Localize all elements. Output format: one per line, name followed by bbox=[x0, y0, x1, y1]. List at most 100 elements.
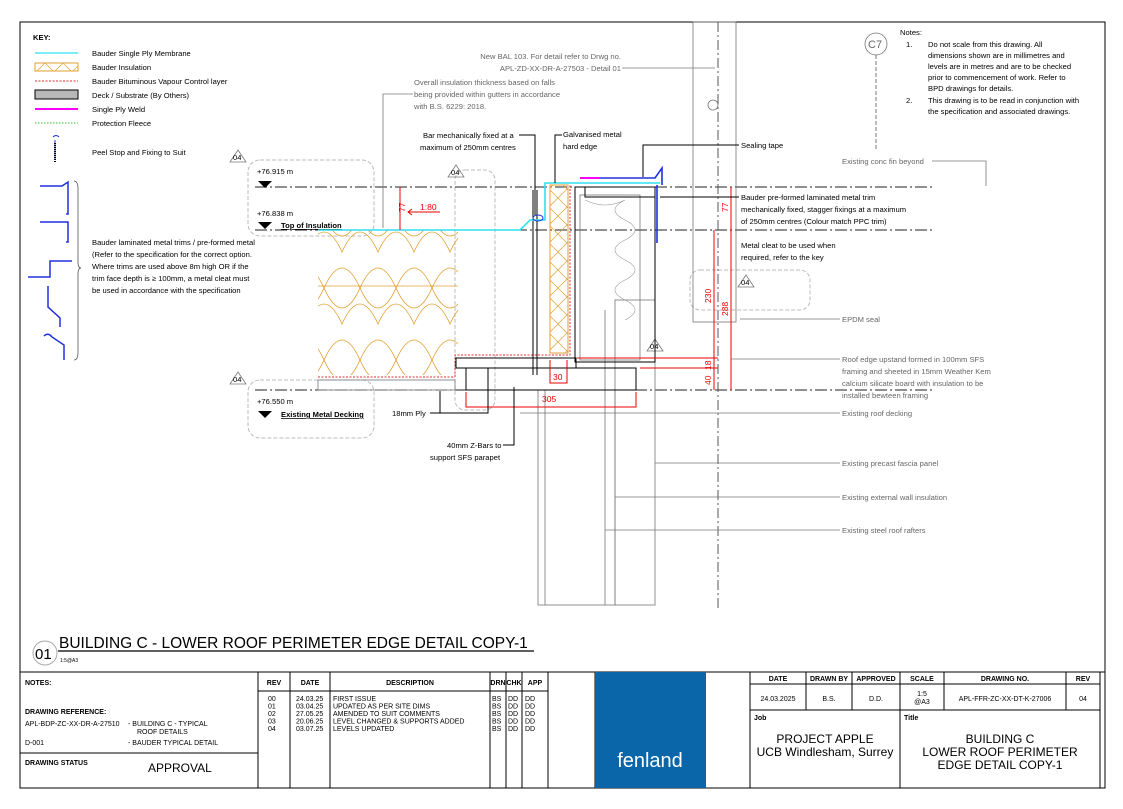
dimension-label: 288 bbox=[720, 302, 730, 316]
timber-plate bbox=[465, 367, 637, 391]
revision-app: DD bbox=[525, 711, 535, 718]
trim-shape bbox=[43, 333, 65, 360]
revision-desc: LEVEL CHANGED & SUPPORTS ADDED bbox=[333, 719, 464, 726]
detail-number: 01 bbox=[35, 646, 52, 663]
header-scale: SCALE bbox=[910, 676, 934, 683]
key-item-label: Single Ply Weld bbox=[92, 105, 145, 114]
title-block: NOTES: DRAWING REFERENCE: APL-BDP-ZC-XX-… bbox=[20, 671, 1105, 788]
revision-drn: BS bbox=[492, 696, 502, 703]
annotation-text: 18mm Ply bbox=[392, 409, 426, 418]
column-header: DRN bbox=[490, 680, 505, 687]
revision-tags: 04 04 04 04 04 bbox=[229, 149, 755, 385]
upstand-insulation bbox=[549, 184, 569, 354]
note-line: dimensions shown are in millimetres and bbox=[928, 51, 1065, 60]
roof-insulation bbox=[318, 230, 458, 375]
revision-desc: UPDATED AS PER SITE DIMS bbox=[333, 704, 430, 711]
key-title: KEY: bbox=[33, 33, 51, 42]
trim-shape bbox=[47, 286, 61, 327]
annotation-text: EPDM seal bbox=[842, 315, 880, 324]
revision-drn: BS bbox=[492, 719, 502, 726]
column-header: DATE bbox=[301, 680, 320, 687]
drawing-reference-label: DRAWING REFERENCE: bbox=[25, 709, 106, 716]
revision-rev: 01 bbox=[268, 704, 276, 711]
value-scale: 1:5 bbox=[917, 691, 927, 698]
value-scale: @A3 bbox=[914, 699, 930, 706]
svg-text:04: 04 bbox=[741, 278, 749, 287]
annotation-text: Metal cleat to be used when bbox=[741, 241, 836, 250]
annotation-text: calcium silicate board with insulation t… bbox=[842, 379, 983, 388]
key-item-label: Protection Fleece bbox=[92, 119, 151, 128]
dimension-label: 230 bbox=[703, 289, 713, 303]
dimension-label: 40 bbox=[703, 375, 713, 385]
revision-app: DD bbox=[525, 719, 535, 726]
trim-shape bbox=[40, 180, 69, 215]
value-approved: D.D. bbox=[869, 696, 883, 703]
job-location: UCB Windlesham, Surrey bbox=[757, 745, 894, 759]
annotation-text: Existing steel roof rafters bbox=[842, 526, 926, 535]
dimension-label: 305 bbox=[542, 394, 556, 404]
drawing-status: APPROVAL bbox=[148, 761, 212, 775]
general-notes: Notes: 1. Do not scale from this drawing… bbox=[900, 28, 1079, 116]
revision-desc: FIRST ISSUE bbox=[333, 696, 376, 703]
annotation-text: of 250mm centres (Colour match PPC trim) bbox=[741, 217, 887, 226]
revision-rev: 00 bbox=[268, 696, 276, 703]
annotation-text: Existing external wall insulation bbox=[842, 493, 947, 502]
title-line: LOWER ROOF PERIMETER bbox=[922, 745, 1078, 759]
notes-title: Notes: bbox=[900, 28, 922, 37]
revision-rev: 04 bbox=[268, 726, 276, 733]
annotation-text: hard edge bbox=[563, 142, 597, 151]
annotation-text: being provided within gutters in accorda… bbox=[414, 90, 560, 99]
status-label: DRAWING STATUS bbox=[25, 760, 88, 767]
note-line: (Refer to the specification for the corr… bbox=[92, 250, 252, 259]
revision-date: 20.06.25 bbox=[296, 719, 323, 726]
peel-stop bbox=[532, 214, 544, 222]
job-name: PROJECT APPLE bbox=[776, 732, 873, 746]
detail-scale: 1:5@A3 bbox=[60, 658, 78, 664]
note-line: BPD drawings for details. bbox=[928, 84, 1013, 93]
dimension-label: 77 bbox=[397, 202, 407, 212]
reference-code: APL-BDP-ZC-XX-DR-A-27510 bbox=[25, 721, 120, 728]
dimensions: 77 77 230 288 18 40 30 305 1:80 bbox=[397, 187, 732, 408]
key-item-label: Deck / Substrate (By Others) bbox=[92, 91, 190, 100]
note-line: Where trims are used above 8m high OR if… bbox=[92, 262, 249, 271]
revision-rev: 02 bbox=[268, 711, 276, 718]
revision-app: DD bbox=[525, 696, 535, 703]
wall-insulation bbox=[537, 389, 616, 606]
note-number: 1. bbox=[906, 40, 912, 49]
roof-section bbox=[317, 21, 737, 606]
annotations: New BAL 103. For detail refer to Drwg no… bbox=[382, 52, 991, 535]
level-markers: +76.915 m +76.838 m Top of Insulation +7… bbox=[257, 167, 364, 419]
sheet-border bbox=[19, 21, 1106, 789]
annotation-text: framing and sheeted in 15mm Weather Kem bbox=[842, 367, 991, 376]
annotation-text: Roof edge upstand formed in 100mm SFS bbox=[842, 355, 984, 364]
insulation-swatch bbox=[34, 62, 79, 72]
revision-triangle: 04 bbox=[229, 371, 247, 385]
svg-text:04: 04 bbox=[233, 375, 241, 384]
value-date: 24.03.2025 bbox=[760, 696, 795, 703]
note-line: This drawing is to be read in conjunctio… bbox=[928, 96, 1079, 105]
fall-label: 1:80 bbox=[420, 202, 437, 212]
value-rev: 04 bbox=[1079, 696, 1087, 703]
annotation-text: Existing roof decking bbox=[842, 409, 912, 418]
revision-cloud bbox=[689, 269, 811, 311]
job-label: Job bbox=[754, 715, 766, 722]
revision-chk: DD bbox=[508, 726, 518, 733]
annotation-text: APL-ZD-XX-DR-A-27503 - Detail 01 bbox=[500, 64, 621, 73]
note-line: prior to commencement of work. Refer to bbox=[928, 73, 1066, 82]
revision-desc: AMENDED TO SUIT COMMENTS bbox=[333, 711, 440, 718]
annotation-text: Bauder pre-formed laminated metal trim bbox=[741, 193, 875, 202]
revision-app: DD bbox=[525, 704, 535, 711]
reference-code: D-001 bbox=[25, 740, 44, 747]
revision-chk: DD bbox=[508, 711, 518, 718]
annotation-text: Existing precast fascia panel bbox=[842, 459, 939, 468]
reference-desc: - BUILDING C - TYPICAL bbox=[128, 721, 208, 728]
deck-swatch bbox=[34, 89, 79, 100]
level-triangle-icon bbox=[258, 181, 272, 188]
detail-title: 01 BUILDING C - LOWER ROOF PERIMETER EDG… bbox=[32, 635, 534, 666]
column-header: CHK bbox=[506, 680, 521, 687]
header-date: DATE bbox=[769, 676, 788, 683]
key-legend: KEY: Bauder Single Ply Membrane Bauder I… bbox=[33, 33, 228, 162]
